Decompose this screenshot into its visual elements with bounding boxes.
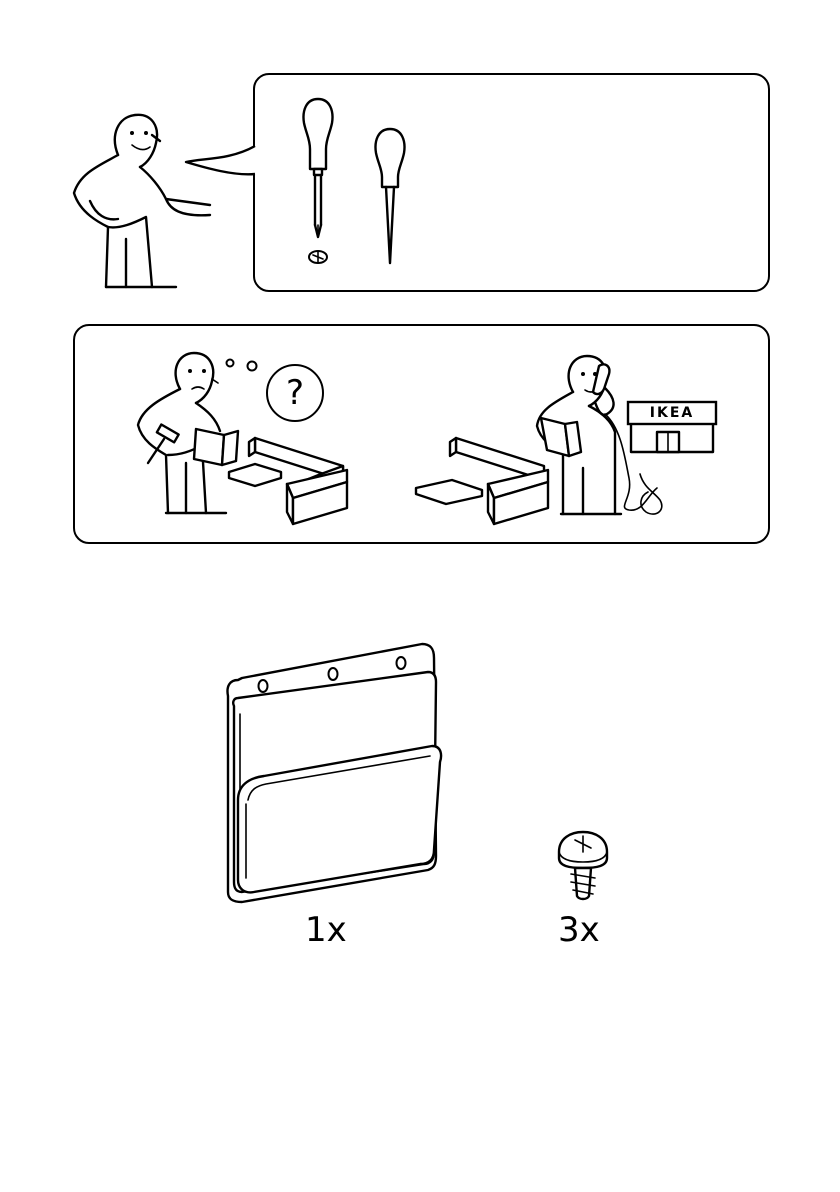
phillips-screwdriver-icon xyxy=(296,95,340,270)
screw-icon xyxy=(553,826,613,906)
question-mark: ? xyxy=(286,373,304,413)
thought-dots-icon xyxy=(222,355,262,375)
phone-cord-end xyxy=(610,470,670,520)
awl-icon xyxy=(368,125,412,270)
incorrect-assembly-icon xyxy=(225,428,355,528)
question-bubble: ? xyxy=(266,364,324,422)
quantity-label-screw: 3x xyxy=(558,910,600,950)
speech-tail xyxy=(180,140,260,190)
quantity-label-pocket: 1x xyxy=(305,910,347,950)
store-sign: IKEA xyxy=(628,403,716,423)
figure-pointing-icon xyxy=(60,105,230,295)
wall-pocket-organizer-icon xyxy=(220,640,450,910)
